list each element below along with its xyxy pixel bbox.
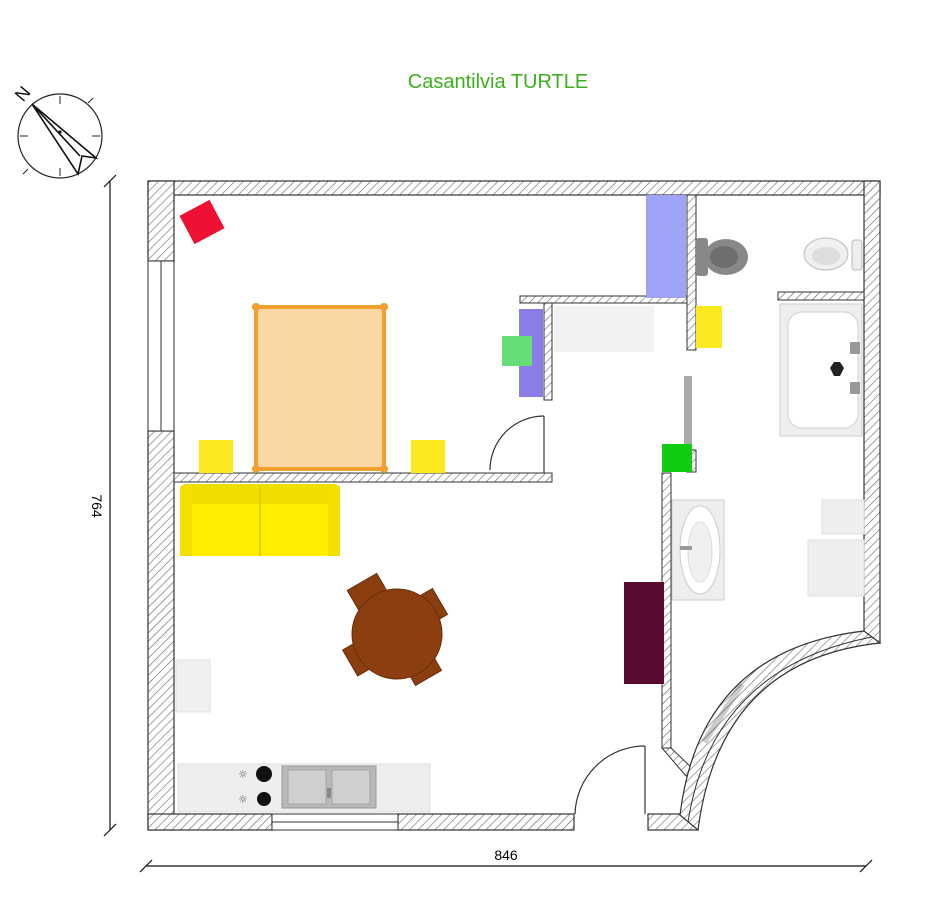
- kitchen-counter: ☼ ☼: [177, 763, 431, 813]
- width-dimension: [139, 859, 873, 873]
- curved-wall: [679, 630, 882, 832]
- height-dimension-label: 764: [89, 494, 105, 518]
- side-table: [175, 659, 211, 713]
- plan-title: Casantilvia TURTLE: [408, 71, 588, 93]
- bidet: [803, 237, 863, 271]
- nightstand-right: [411, 440, 445, 473]
- green-marker: [662, 444, 692, 472]
- compass-north-label: N: [11, 82, 35, 105]
- green-box: [502, 336, 532, 366]
- width-dimension-label: 846: [494, 847, 518, 863]
- nightstand-left: [199, 440, 233, 473]
- entrance-door: [574, 745, 646, 815]
- gray-partition: [684, 376, 692, 444]
- bathtub: [779, 303, 863, 437]
- corridor-counter: [554, 306, 654, 352]
- red-box: [179, 199, 225, 245]
- svg-text:☼: ☼: [238, 768, 248, 781]
- yellow-box: [696, 306, 722, 348]
- interior-walls: [173, 194, 865, 777]
- svg-text:☼: ☼: [238, 793, 248, 806]
- stove-icon: ☼ ☼: [238, 766, 272, 806]
- sofa: [180, 484, 340, 556]
- exterior-walls: [147, 180, 881, 831]
- dark-purple-cabinet: [624, 582, 664, 684]
- bedroom-door: [489, 415, 545, 473]
- dining-table: [341, 572, 449, 687]
- kitchen-sink: [281, 765, 377, 809]
- bath-shelf-lower: [807, 539, 865, 597]
- bath-shelf-upper: [821, 499, 865, 535]
- bed: [252, 303, 388, 473]
- washbasin: [671, 499, 725, 601]
- compass-rose: N: [11, 82, 103, 179]
- height-dimension: [103, 174, 117, 837]
- toilet: [696, 238, 748, 276]
- lavender-cabinet: [646, 195, 686, 298]
